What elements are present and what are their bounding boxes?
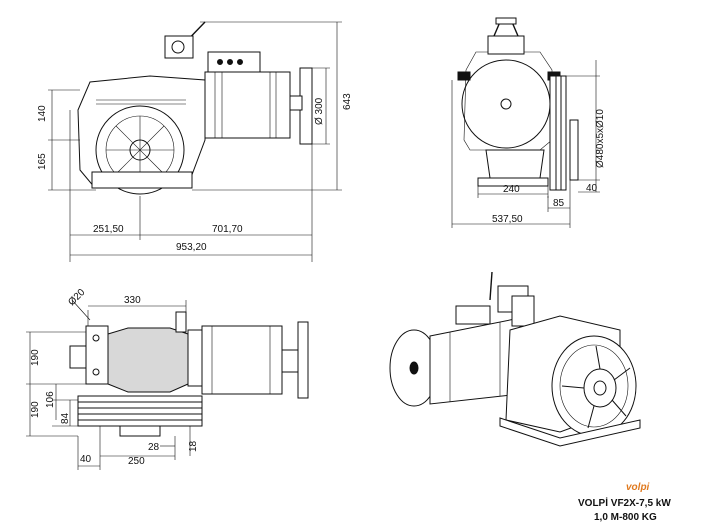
dim-106: 106 bbox=[45, 391, 56, 408]
dim-701-70: 701,70 bbox=[212, 224, 243, 235]
isometric-view bbox=[389, 271, 641, 447]
top-motor bbox=[201, 325, 283, 395]
dim-d300: Ø 300 bbox=[314, 97, 325, 125]
dim-40: 40 bbox=[586, 183, 598, 194]
dim-18: 18 bbox=[188, 440, 199, 452]
dim-140: 140 bbox=[37, 105, 48, 122]
dim-240: 240 bbox=[503, 184, 520, 195]
front-motor-body bbox=[204, 71, 291, 139]
front-view: 140 165 251,50 701,70 953,20 Ø 300 643 bbox=[37, 21, 353, 262]
model-subtitle: 1,0 M-800 KG bbox=[594, 512, 657, 523]
dim-953-20: 953,20 bbox=[176, 242, 207, 253]
dim-330: 330 bbox=[124, 295, 141, 306]
dim-250: 250 bbox=[128, 456, 145, 467]
brand-logo: volpi bbox=[626, 482, 650, 493]
dim-28: 28 bbox=[148, 442, 160, 453]
top-sheave bbox=[77, 395, 203, 427]
front-terminal-box bbox=[207, 51, 261, 73]
dim-643: 643 bbox=[342, 93, 353, 110]
dim-40-bottom: 40 bbox=[80, 454, 92, 465]
iso-motor bbox=[429, 317, 521, 405]
dim-165: 165 bbox=[37, 153, 48, 170]
dim-251-50: 251,50 bbox=[93, 224, 124, 235]
dim-d480: Ø480x5xØ10 bbox=[595, 109, 606, 168]
dim-85: 85 bbox=[553, 198, 565, 209]
dim-84: 84 bbox=[60, 412, 71, 424]
top-view: Ø20 330 190 190 106 84 40 250 28 18 bbox=[26, 287, 309, 470]
dim-537-50: 537,50 bbox=[492, 214, 523, 225]
top-gearbox bbox=[107, 327, 189, 393]
side-sheave-grooves bbox=[549, 75, 567, 191]
dim-190-upper: 190 bbox=[30, 349, 41, 366]
side-view: 240 85 40 537,50 Ø480x5xØ10 bbox=[451, 17, 606, 228]
model-title: VOLPİ VF2X-7,5 kW bbox=[578, 498, 671, 509]
dim-d20: Ø20 bbox=[66, 287, 87, 308]
dim-190-lower: 190 bbox=[30, 401, 41, 418]
